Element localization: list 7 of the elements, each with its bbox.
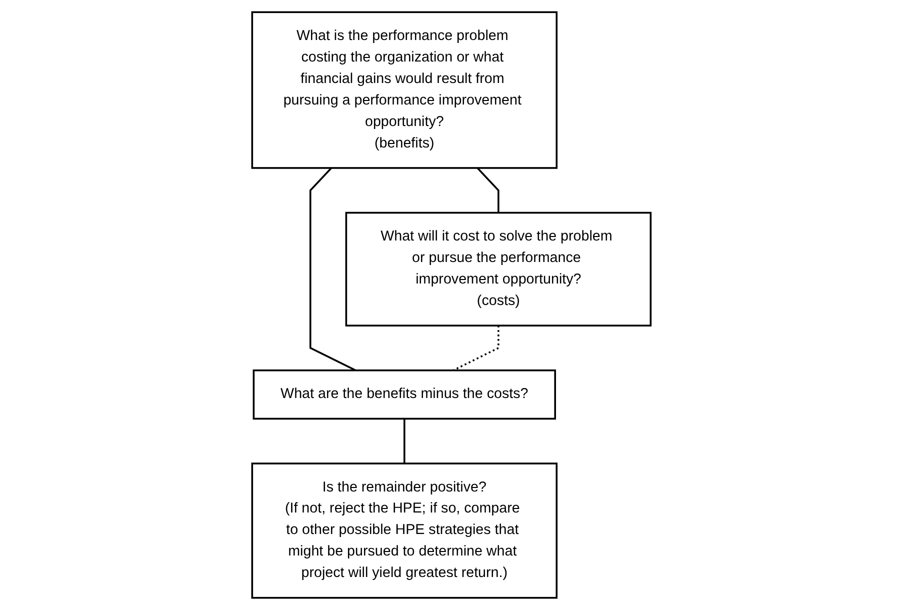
- connector: [309, 167, 356, 372]
- connector: [403, 418, 405, 464]
- node-box: What will it cost to solve the problem or pursue the performance improvement opportunity? (costs): [344, 212, 652, 326]
- node-box: What is the performance problem costing the organization or what financial gains would result from pursuing a performance improvement opportunity? (benefits): [250, 11, 558, 169]
- connector: [476, 167, 499, 213]
- node-box: What are the benefits minus the costs?: [252, 369, 556, 420]
- node-box: Is the remainder positive? (If not, reject the HPE; if so, compare to other possible HPE strategies that might be pursued to determine what project will yield greatest return.): [250, 462, 558, 599]
